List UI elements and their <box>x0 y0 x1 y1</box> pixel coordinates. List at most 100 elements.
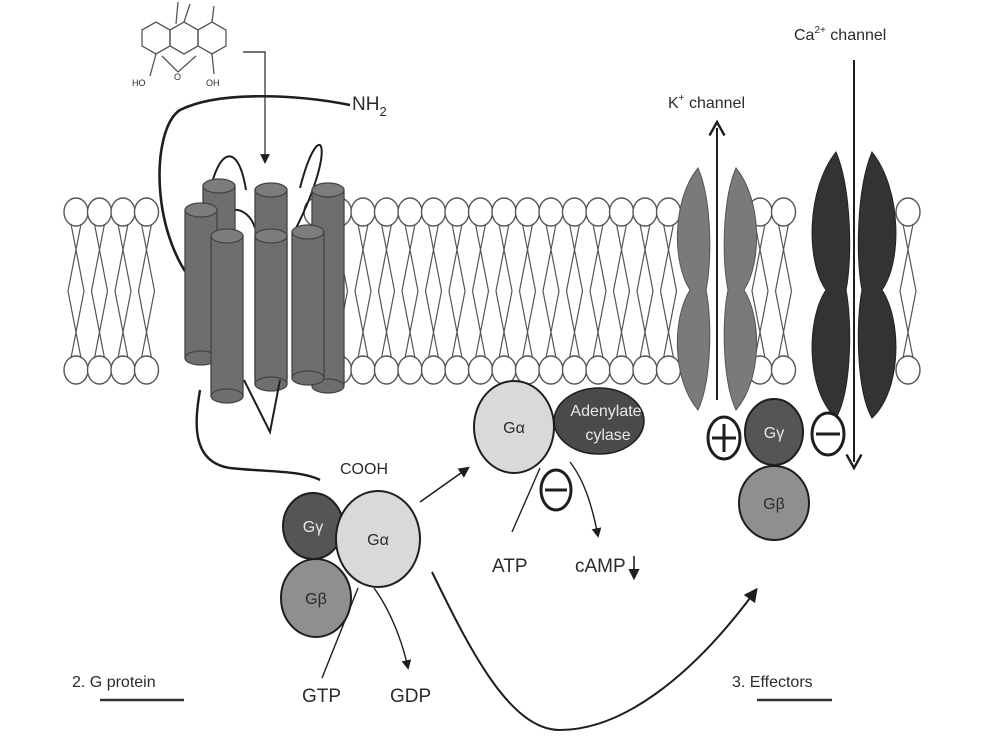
g-beta-label: Gβ <box>305 591 327 608</box>
lipid-head-outer <box>133 197 160 227</box>
ca-channel-label: Ca2+ channel <box>794 25 886 44</box>
phospholipid <box>110 197 136 385</box>
ca-channel <box>811 60 897 471</box>
helix-top <box>210 228 244 244</box>
helix-top <box>291 224 325 240</box>
ligand-ring-b <box>169 21 199 55</box>
n-terminus-chain <box>158 94 351 291</box>
gtp-line <box>321 587 359 679</box>
effectors-section-label: 3. Effectors <box>732 674 813 691</box>
lipid-head-outer <box>538 197 564 227</box>
lipid-tails <box>137 223 156 359</box>
lipid-head-outer <box>895 197 921 227</box>
gdp-release-arrow <box>373 587 412 670</box>
lipid-head-outer <box>110 197 136 227</box>
phospholipid <box>444 197 470 385</box>
phospholipid <box>561 197 588 385</box>
phospholipid <box>491 197 517 385</box>
lipid-tails <box>90 223 109 359</box>
lipid-head-inner <box>63 355 89 385</box>
helix-body <box>210 235 244 397</box>
lipid-head-outer <box>467 197 494 227</box>
camp-label: cAMP <box>575 556 626 577</box>
ac-g-alpha-label: Gα <box>503 420 525 437</box>
ac-inhibition-sign <box>539 468 573 512</box>
intracellular-loop <box>243 379 281 436</box>
helix-bottom <box>291 370 325 386</box>
helix-top <box>184 202 218 218</box>
ligand-bridge <box>175 1 215 25</box>
atp-label: ATP <box>492 556 528 577</box>
lipid-head-outer <box>350 197 376 227</box>
g-protein-to-effectors-arrow <box>431 571 758 732</box>
gtp-label: GTP <box>302 686 341 707</box>
lipid-tails <box>401 223 419 359</box>
phospholipid <box>63 197 89 385</box>
lipid-head-inner <box>350 355 376 385</box>
ligand-oh-bond-right <box>211 53 215 75</box>
c-terminus-chain <box>195 389 321 482</box>
lipid-tails <box>612 223 631 359</box>
lipid-head-outer <box>608 197 635 227</box>
lipid-bilayer <box>63 197 921 385</box>
lipid-head-inner <box>444 355 470 385</box>
ligand-binding-arrow <box>243 51 270 164</box>
ligand-oh-bond-left <box>149 53 157 77</box>
phospholipid <box>585 197 611 385</box>
lipid-tails <box>774 223 793 359</box>
opioid-receptor <box>184 178 345 404</box>
transmembrane-helix <box>210 228 244 404</box>
lipid-head-inner <box>133 355 160 385</box>
lipid-tails <box>471 223 490 359</box>
atp-line <box>511 467 541 533</box>
helix-top <box>202 178 236 194</box>
lipid-head-outer <box>514 197 541 227</box>
g-alpha <box>335 490 421 588</box>
lipid-tails <box>589 223 607 359</box>
g-alpha-label: Gα <box>367 532 389 549</box>
lipid-tails <box>751 223 769 359</box>
ligand-oh-label: OH <box>206 78 220 88</box>
helix-bottom <box>254 376 288 392</box>
lipid-head-outer <box>373 197 400 227</box>
ca-channel-subunit-right <box>857 151 897 419</box>
phospholipid <box>655 197 682 385</box>
ca-inhibition-sign <box>810 411 846 457</box>
lipid-head-inner <box>514 355 541 385</box>
phospholipid <box>770 197 797 385</box>
helix-top <box>254 228 288 244</box>
phospholipid <box>397 197 423 385</box>
lipid-tails <box>448 223 466 359</box>
lipid-head-inner <box>561 355 588 385</box>
lipid-tails <box>899 223 917 359</box>
lipid-head-inner <box>373 355 400 385</box>
transmembrane-helix <box>254 228 288 392</box>
lipid-head-inner <box>608 355 635 385</box>
phospholipid <box>350 197 376 385</box>
helix-body <box>254 235 288 385</box>
lipid-tails <box>495 223 513 359</box>
g-alpha-to-ac-arrow <box>419 466 470 503</box>
lipid-head-outer <box>770 197 797 227</box>
lipid-head-inner <box>895 355 921 385</box>
k-channel <box>676 119 758 411</box>
helix-body <box>291 231 325 379</box>
phospholipid <box>538 197 564 385</box>
lipid-tails <box>114 223 132 359</box>
lipid-tails <box>377 223 396 359</box>
phospholipid <box>632 197 658 385</box>
c-terminus-label: COOH <box>340 461 388 478</box>
phospholipid <box>373 197 400 385</box>
effector-g-beta-label: Gβ <box>763 496 785 513</box>
lipid-head-inner <box>585 355 611 385</box>
lipid-head-outer <box>491 197 517 227</box>
lipid-head-outer <box>86 197 113 227</box>
lipid-tails <box>424 223 443 359</box>
lipid-head-outer <box>655 197 682 227</box>
lipid-head-outer <box>397 197 423 227</box>
phospholipid <box>608 197 635 385</box>
lipid-tails <box>67 223 85 359</box>
gdp-label: GDP <box>390 686 431 707</box>
lipid-head-outer <box>632 197 658 227</box>
